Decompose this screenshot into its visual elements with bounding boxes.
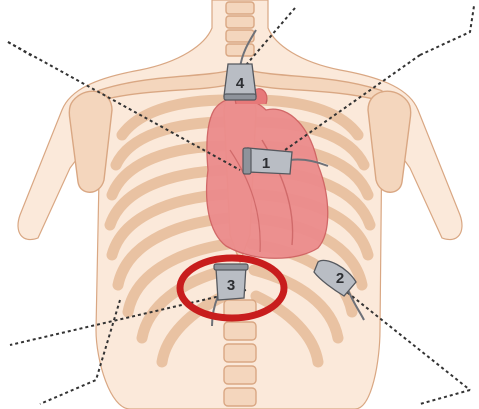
probe-3-label: 3 bbox=[227, 277, 235, 294]
probe-4-label: 4 bbox=[236, 75, 245, 92]
probe-2-label: 2 bbox=[336, 270, 344, 287]
probe-1-label: 1 bbox=[262, 155, 270, 172]
